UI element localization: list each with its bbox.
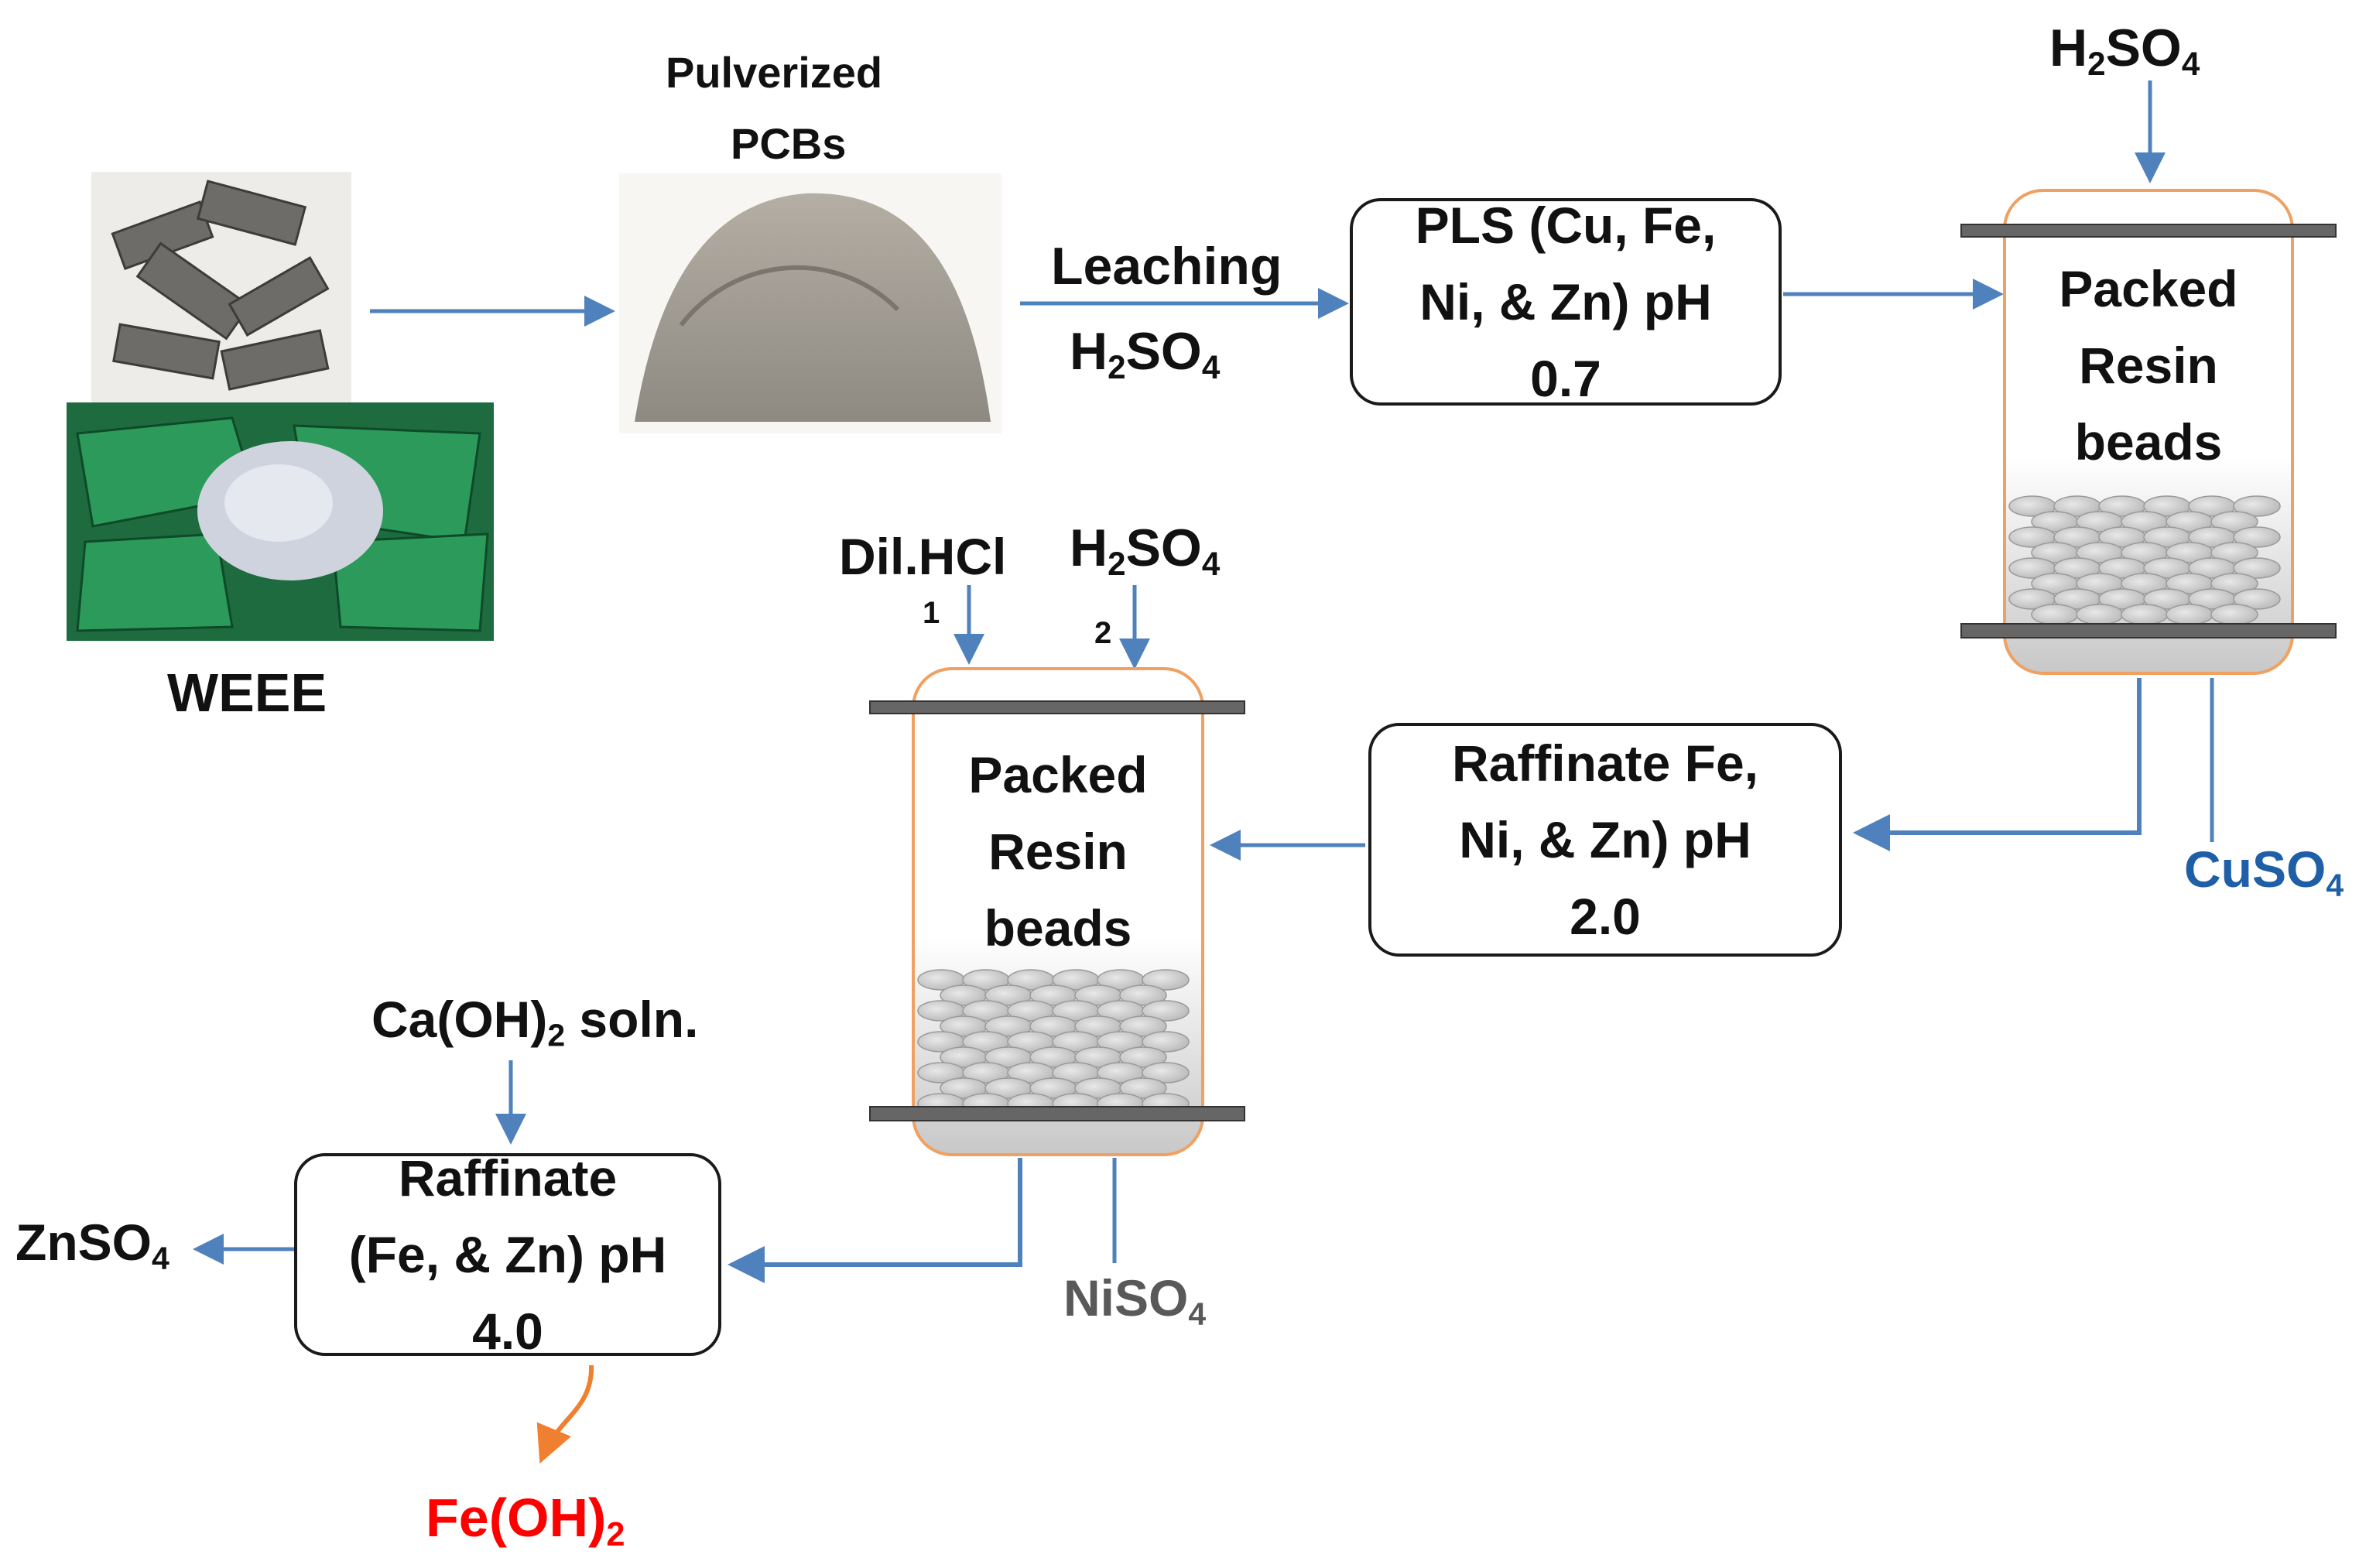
resin-column-2 (869, 667, 1245, 1156)
resin-bead (1119, 1077, 1167, 1099)
resin-bead (1142, 1000, 1190, 1022)
caoh-label: Ca(OH)2 soln. (371, 991, 699, 1053)
resin-bead (1119, 1046, 1167, 1068)
pcb-powder-photo (619, 173, 1001, 433)
dil-hcl-label: Dil.HCl (839, 528, 1007, 585)
column2-line1: Packed (968, 746, 1148, 803)
resin-bead (2166, 604, 2213, 625)
leaching-label: Leaching (1051, 237, 1282, 296)
resin-bead (1119, 984, 1167, 1006)
column1-line3: beads (2074, 413, 2223, 471)
resin-bead (2233, 557, 2281, 579)
resin-bead (1119, 1015, 1167, 1037)
leaching-h2so4-label: H2SO4 (1070, 322, 1221, 385)
step2-label: 2 (1094, 616, 1112, 650)
column2-line2: Resin (988, 823, 1128, 880)
niso4-label: NiSO4 (1063, 1269, 1207, 1332)
step1-label: 1 (923, 596, 940, 630)
resin-bead (2233, 495, 2281, 517)
znso4-label: ZnSO4 (15, 1214, 169, 1276)
resin-bead (2233, 526, 2281, 548)
resin-bead (2121, 604, 2169, 625)
raffinate2-line1: Raffinate (398, 1149, 618, 1207)
cuso4-label: CuSO4 (2184, 840, 2344, 903)
resin-bead (2210, 511, 2258, 532)
raffinate1-line3: 2.0 (1570, 887, 1641, 945)
column1-line1: Packed (2059, 260, 2238, 317)
raffinate2-line3: 4.0 (472, 1302, 543, 1360)
resin-bead (2210, 604, 2258, 625)
feoh2-label: Fe(OH)2 (426, 1488, 625, 1554)
column1-h2so4-label: H2SO4 (2049, 19, 2200, 82)
pls-box: PLS (Cu, Fe, Ni, & Zn) pH 0.7 (1350, 197, 1782, 407)
resin-bead (1142, 1062, 1190, 1084)
pulverized-label-line2: PCBs (731, 119, 847, 168)
resin-bead (2210, 573, 2258, 594)
resin-bead (2233, 588, 2281, 610)
raffinate2-line2: (Fe, & Zn) pH (348, 1225, 667, 1283)
resin-bead (1142, 1031, 1190, 1053)
raffinate1-box: Raffinate Fe, Ni, & Zn) pH 2.0 (1368, 723, 1842, 957)
pls-line3: 0.7 (1530, 349, 1601, 407)
resin-bead (2031, 604, 2079, 625)
column1-line2: Resin (2079, 337, 2218, 394)
raffinate1-line1: Raffinate Fe, (1451, 734, 1759, 792)
resin-bead (1142, 969, 1190, 991)
pulverized-label-line1: Pulverized (666, 48, 883, 97)
pls-line1: PLS (Cu, Fe, (1415, 196, 1717, 254)
pls-line2: Ni, & Zn) pH (1419, 272, 1712, 330)
weee-label: WEEE (167, 662, 327, 723)
column2-label: Packed Resin beads (913, 737, 1203, 967)
weee-photo (67, 172, 494, 641)
resin-bead (2076, 604, 2124, 625)
column2-line3: beads (984, 899, 1132, 957)
raffinate2-box: Raffinate (Fe, & Zn) pH 4.0 (294, 1149, 721, 1360)
raffinate1-line2: Ni, & Zn) pH (1459, 810, 1751, 868)
resin-column-1 (1960, 189, 2337, 675)
column1-label: Packed Resin beads (2005, 251, 2292, 481)
column2-h2so4-label: H2SO4 (1070, 519, 1221, 582)
resin-bead (2210, 542, 2258, 563)
